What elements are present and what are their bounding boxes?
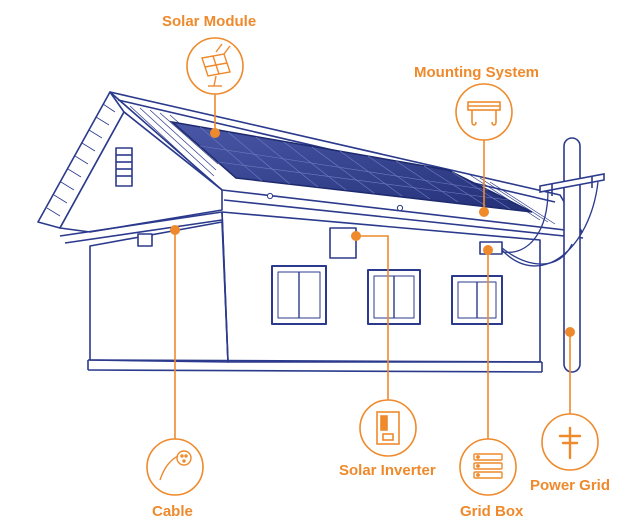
solar-panel-array: [169, 120, 533, 213]
label-power-grid: Power Grid: [530, 477, 611, 494]
label-solar-module: Solar Module: [162, 13, 257, 30]
window-3: [451, 275, 503, 325]
mounting-rail-icon: [455, 83, 513, 141]
label-mounting-system: Mounting System: [414, 64, 540, 81]
cable-plug-icon: [146, 438, 204, 496]
roof-tiles: [129, 105, 556, 225]
cable-junction: [137, 233, 153, 247]
left-wall: [89, 221, 229, 363]
grid-box-icon: [459, 438, 517, 496]
power-pole: [539, 137, 605, 373]
label-solar-inverter: Solar Inverter: [339, 462, 436, 479]
window-2: [367, 269, 421, 325]
inverter-box: [329, 227, 357, 259]
power-pole-icon: [541, 413, 599, 471]
inverter-icon: [359, 399, 417, 457]
solar-panel-icon: [186, 37, 244, 95]
service-wires: [501, 181, 599, 267]
label-cable: Cable: [152, 503, 193, 520]
window-1: [271, 265, 327, 325]
gable-shingles: [46, 103, 116, 217]
label-grid-box: Grid Box: [460, 503, 524, 520]
callout-dots: [170, 128, 575, 337]
callout-lines: [174, 94, 571, 440]
gable-vent: [115, 147, 133, 187]
